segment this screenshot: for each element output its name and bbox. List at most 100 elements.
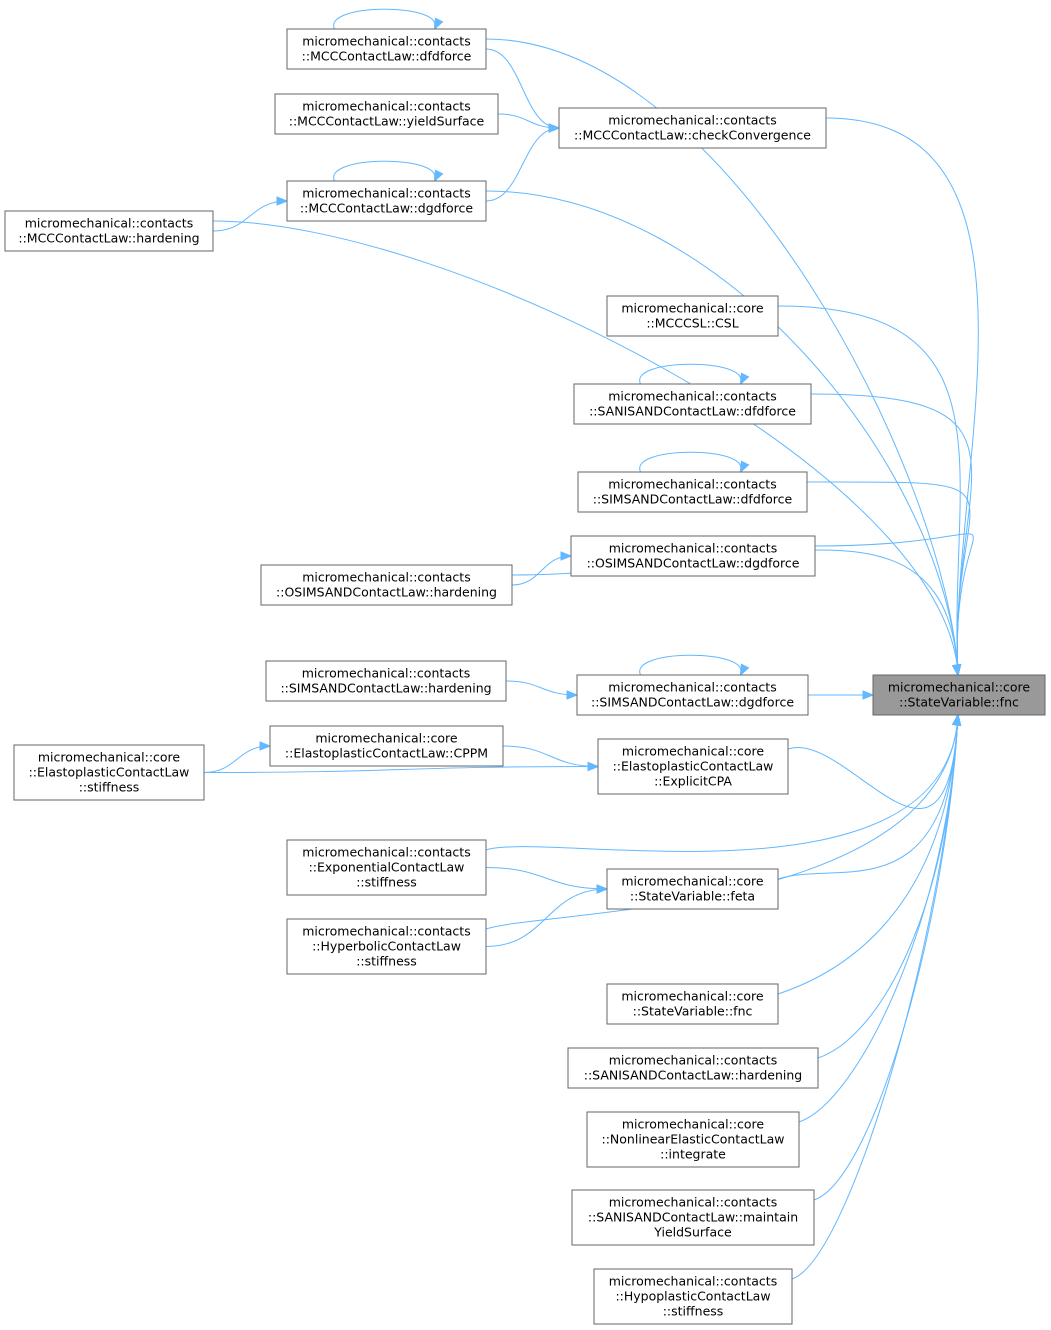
node-label-line: micromechanical::contacts <box>608 389 776 404</box>
edge-simsand-dfdforce-to-root <box>806 481 971 677</box>
node-label-line: micromechanical::core <box>38 750 181 765</box>
graph-node-ep-stiffness[interactable]: micromechanical::core::ElastoplasticCont… <box>13 744 205 801</box>
node-label-line: micromechanical::core <box>622 744 765 759</box>
node-box <box>286 28 487 70</box>
node-label-line: ::MCCContactLaw::dfdforce <box>302 49 472 64</box>
node-label-line: ::MCCContactLaw::yieldSurface <box>289 114 485 129</box>
node-label-line: ::ElastoplasticContactLaw <box>29 765 190 780</box>
graph-node-mcc-yield[interactable]: micromechanical::contacts::MCCContactLaw… <box>274 93 499 135</box>
graph-node-simsand-hardening[interactable]: micromechanical::contacts::SIMSANDContac… <box>265 660 507 702</box>
node-label-line: micromechanical::contacts <box>25 216 193 231</box>
node-label-line: ::ExplicitCPA <box>654 774 732 789</box>
node-box <box>606 983 779 1025</box>
edge-mcc-check-to-root <box>825 117 979 677</box>
node-label-line: micromechanical::contacts <box>302 34 470 49</box>
edge-nle-integrate-to-root <box>798 713 962 1123</box>
node-label-line: ::MCCContactLaw::dgdforce <box>300 201 473 216</box>
node-box <box>13 744 205 801</box>
node-box <box>577 471 808 513</box>
graph-node-mcccsl[interactable]: micromechanical::core::MCCCSL::CSL <box>606 295 779 337</box>
node-box <box>269 725 504 767</box>
edge-sv-fnc-to-root <box>777 713 962 995</box>
graph-node-root[interactable]: micromechanical::core::StateVariable::fn… <box>872 674 1046 716</box>
node-box <box>286 180 487 222</box>
edge-mcc-hardening-to-root <box>212 220 962 677</box>
node-label-line: micromechanical::contacts <box>608 680 776 695</box>
edge-hypo-stiffness-to-root <box>791 713 962 1280</box>
graph-node-sanisand-dfdforce[interactable]: micromechanical::contacts::SANISANDConta… <box>573 383 812 425</box>
graph-node-ep-cppm[interactable]: micromechanical::core::ElastoplasticCont… <box>269 725 504 767</box>
edge-simsand-dfdforce-to-simsand-dfdforce <box>639 451 750 474</box>
edge-mcc-dgdforce-to-mcc-dgdforce <box>333 160 444 183</box>
graph-node-sv-feta[interactable]: micromechanical::core::StateVariable::fe… <box>606 868 779 910</box>
graph-node-mcc-dgdforce[interactable]: micromechanical::contacts::MCCContactLaw… <box>286 180 487 222</box>
graph-node-exp-stiffness[interactable]: micromechanical::contacts::ExponentialCo… <box>286 839 487 896</box>
node-label-line: micromechanical::contacts <box>609 1274 777 1289</box>
graph-node-sanisand-maintain[interactable]: micromechanical::contacts::SANISANDConta… <box>571 1189 815 1246</box>
graph-node-osimsand-dgdforce[interactable]: micromechanical::contacts::OSIMSANDConta… <box>570 535 816 577</box>
node-label-line: ::OSIMSANDContactLaw::hardening <box>276 585 497 600</box>
graph-node-sanisand-hardening[interactable]: micromechanical::contacts::SANISANDConta… <box>567 1047 819 1089</box>
node-label-line: micromechanical::core <box>621 301 764 316</box>
node-label-line: ::SANISANDContactLaw::dfdforce <box>589 404 796 419</box>
graph-node-sv-fnc[interactable]: micromechanical::core::StateVariable::fn… <box>606 983 779 1025</box>
node-label-line: ::NonlinearElasticContactLaw <box>602 1132 785 1147</box>
node-label-line: ::StateVariable::fnc <box>899 695 1019 710</box>
node-box <box>570 535 816 577</box>
graph-node-ep-explicitcpa[interactable]: micromechanical::core::ElastoplasticCont… <box>597 738 789 795</box>
node-label-line: micromechanical::contacts <box>302 845 470 860</box>
graph-node-hypo-stiffness[interactable]: micromechanical::contacts::HypoplasticCo… <box>593 1268 793 1325</box>
node-label-line: ::MCCCSL::CSL <box>646 316 738 331</box>
node-label-line: ::SANISANDContactLaw::maintain <box>588 1210 798 1225</box>
node-label-line: micromechanical::contacts <box>608 477 776 492</box>
edge-mcc-hardening-to-mcc-dgdforce <box>212 196 289 232</box>
node-box <box>606 295 779 337</box>
node-label-line: ::StateVariable::fnc <box>633 1004 753 1019</box>
graph-node-osimsand-hardening[interactable]: micromechanical::contacts::OSIMSANDConta… <box>260 564 513 606</box>
node-label-line: micromechanical::contacts <box>609 541 777 556</box>
node-label-line: ::stiffness <box>356 954 417 969</box>
node-label-line: ::StateVariable::feta <box>630 889 755 904</box>
node-box <box>576 674 809 716</box>
graph-node-mcc-dfdforce[interactable]: micromechanical::contacts::MCCContactLaw… <box>286 28 487 70</box>
node-label-line: micromechanical::contacts <box>302 666 470 681</box>
node-label-line: micromechanical::core <box>621 989 764 1004</box>
edge-sanisand-hardening-to-root <box>817 713 962 1059</box>
graph-node-simsand-dgdforce[interactable]: micromechanical::contacts::SIMSANDContac… <box>576 674 809 716</box>
edge-simsand-dgdforce-to-root <box>808 690 875 700</box>
node-label-line: ::SIMSANDContactLaw::dgdforce <box>591 695 794 710</box>
node-label-line: micromechanical::contacts <box>302 924 470 939</box>
node-label-line: micromechanical::contacts <box>609 1053 777 1068</box>
graph-node-nle-integrate[interactable]: micromechanical::core::NonlinearElasticC… <box>586 1111 800 1168</box>
node-box <box>573 383 812 425</box>
nodes-layer: micromechanical::core::StateVariable::fn… <box>4 28 1046 1325</box>
node-box <box>4 210 214 252</box>
node-label-line: ::HyperbolicContactLaw <box>312 939 461 954</box>
node-box <box>567 1047 819 1089</box>
node-box <box>586 1111 800 1168</box>
graph-node-hyp-stiffness[interactable]: micromechanical::contacts::HyperbolicCon… <box>286 918 487 975</box>
node-label-line: micromechanical::contacts <box>302 570 470 585</box>
node-label-line: micromechanical::contacts <box>302 99 470 114</box>
node-label-line: ::ExponentialContactLaw <box>309 860 465 875</box>
edge-sanisand-dfdforce-to-sanisand-dfdforce <box>639 363 750 386</box>
node-box <box>286 918 487 975</box>
node-box <box>606 868 779 910</box>
graph-node-mcc-hardening[interactable]: micromechanical::contacts::MCCContactLaw… <box>4 210 214 252</box>
node-label-line: micromechanical::core <box>888 680 1031 695</box>
edge-osimsand-dgdforce-to-root <box>814 533 974 677</box>
node-box <box>872 674 1046 716</box>
node-label-line: ::SANISANDContactLaw::hardening <box>584 1068 802 1083</box>
node-label-line: ::MCCContactLaw::checkConvergence <box>574 128 811 143</box>
node-label-line: ::integrate <box>660 1147 726 1162</box>
node-label-line: micromechanical::core <box>315 731 458 746</box>
node-label-line: ::ElastoplasticContactLaw::CPPM <box>285 746 488 761</box>
node-label-line: micromechanical::core <box>621 874 764 889</box>
graph-node-mcc-check[interactable]: micromechanical::contacts::MCCContactLaw… <box>558 107 827 149</box>
edge-simsand-hardening-to-simsand-dgdforce <box>505 680 579 700</box>
graph-node-simsand-dfdforce[interactable]: micromechanical::contacts::SIMSANDContac… <box>577 471 808 513</box>
edge-ep-stiffness-to-ep-explicitcpa <box>203 761 600 773</box>
node-label-line: YieldSurface <box>653 1225 732 1240</box>
node-label-line: ::stiffness <box>79 780 140 795</box>
